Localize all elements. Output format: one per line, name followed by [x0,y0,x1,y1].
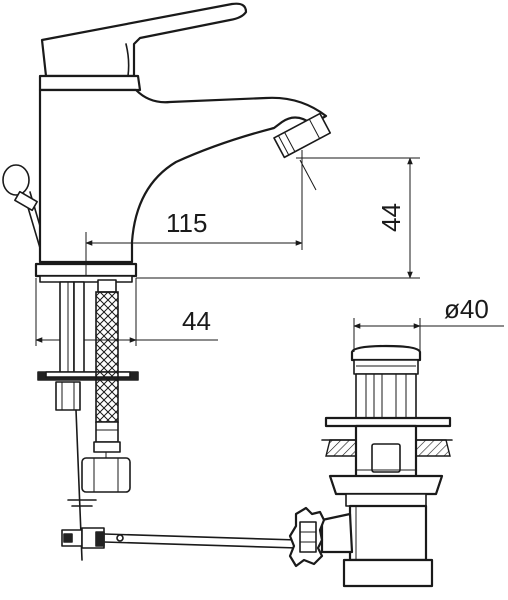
spout-reach-label: 115 [166,208,207,238]
spout-height-dimension: 44 [136,157,420,279]
mounting-assembly [37,281,139,561]
drain-diameter-label: ø40 [444,294,489,324]
base-width-label: 44 [182,306,211,336]
faucet [2,2,332,283]
faucet-body [38,88,328,264]
popup-drain [288,344,453,588]
aerator [273,112,332,159]
drain-diameter-dimension: ø40 [353,294,504,352]
spout-reach-dimension: 115 [85,150,303,275]
popup-knob [2,164,41,249]
drain-linkage [61,499,299,549]
flexible-hose [81,279,131,493]
lever-handle [40,2,248,78]
spout-height-label: 44 [376,203,406,232]
drain-cap [350,344,422,362]
collar [38,74,142,92]
